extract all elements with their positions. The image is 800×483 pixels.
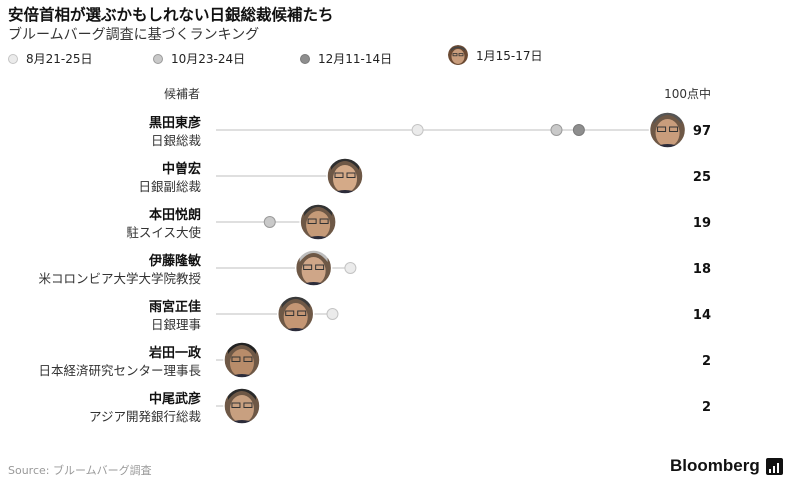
candidate-portrait-icon [276,295,315,333]
portrait-ring [223,341,261,379]
candidate-portrait-icon [223,341,261,379]
survey-dot [344,262,357,274]
portrait-face [223,388,260,424]
survey-dot [550,124,563,136]
candidate-role: 日銀副総裁 [138,179,201,194]
candidate-role: 日本経済研究センター理事長 [38,363,201,378]
portrait-ring [223,387,261,425]
score-label: 18 [693,262,711,277]
legend-item-dec: 12月11-14日 [300,50,392,67]
candidate-role: アジア開発銀行総裁 [89,409,201,424]
portrait-glasses-right [315,264,325,270]
score-column-header: 100点中 [664,87,711,101]
legend-dot-icon [8,53,18,64]
portrait-ring [299,203,337,241]
candidate-role: 駐スイス大使 [126,225,201,240]
candidate-portrait-icon [223,387,261,425]
legend-label: 10月23-24日 [171,52,246,66]
legend-label: 1月15-17日 [476,48,543,63]
portrait-glasses-left [285,310,295,316]
portrait-glasses-left [307,218,317,224]
portrait-skin [306,211,331,239]
score-label: 2 [702,400,711,415]
candidate-portrait-icon [648,111,687,149]
portrait-glasses-left [334,172,344,178]
portrait-glasses-left [231,402,241,408]
score-label: 2 [702,354,711,369]
portrait-skin [229,395,254,423]
portrait-skin [333,165,357,193]
chart-title: 安倍首相が選ぶかもしれない日銀総裁候補たち [8,6,334,24]
candidate-name: 中曽宏 [162,161,201,177]
portrait-ring [294,249,333,287]
portrait-face [300,204,337,240]
portrait-glasses-right [297,310,307,316]
portrait-glasses-right [243,402,253,408]
survey-dot [411,124,424,136]
portrait-face-icon [448,45,468,65]
legend-label: 12月11-14日 [318,52,393,66]
candidate-role: 日銀理事 [151,317,201,332]
portrait-ring [276,295,315,333]
candidate-name: 雨宮正佳 [149,299,201,315]
candidate-column-header: 候補者 [163,87,200,101]
brand-name: Bloomberg [670,456,760,475]
candidate-portrait-icon [294,249,333,287]
candidate-name: 岩田一政 [148,345,202,361]
portrait-skin [301,257,326,285]
survey-dot [326,308,339,320]
legend-label: 8月21-25日 [26,52,93,66]
score-label: 25 [693,170,711,185]
bloomberg-logo: Bloomberg [670,456,783,476]
score-label: 19 [693,216,711,231]
portrait-skin [229,349,254,377]
candidate-name: 伊藤隆敏 [148,253,202,269]
score-label: 97 [693,124,711,139]
portrait-glasses-left [657,126,667,132]
candidate-name: 本田悦朗 [149,207,201,223]
legend-dot-icon [300,53,310,64]
legend-dot-icon [153,53,163,64]
candidate-role: 日銀総裁 [151,133,201,148]
survey-dot [572,124,585,136]
survey-dot [263,216,276,228]
candidate-portrait-icon [299,203,337,241]
score-label: 14 [693,308,711,323]
candidate-name: 黒田東彦 [149,115,201,131]
portrait-skin [655,119,680,147]
source-note: Source: ブルームバーグ調査 [8,464,152,477]
legend-item-jan: 1月15-17日 [448,45,543,65]
bloomberg-terminal-icon [765,457,783,475]
portrait-ring [326,157,364,195]
chart-subtitle: ブルームバーグ調査に基づくランキング [8,27,260,43]
portrait-glasses-right [243,356,253,362]
portrait-glasses-right [319,218,329,224]
legend-item-oct: 10月23-24日 [153,50,245,67]
portrait-ring [648,111,687,149]
portrait-glasses-right [669,126,679,132]
portrait-glasses-right [346,172,356,178]
portrait-face [295,250,332,286]
portrait-glasses-left [303,264,313,270]
candidate-name: 中尾武彦 [149,391,201,407]
legend: 8月21-25日 10月23-24日 12月11-14日 1月15-17日 [8,45,788,72]
portrait-skin [283,303,308,331]
portrait-glasses-left [231,356,241,362]
legend-item-aug: 8月21-25日 [8,50,93,67]
candidate-portrait-icon [326,157,364,195]
candidate-role: 米コロンビア大学大学院教授 [38,271,201,286]
